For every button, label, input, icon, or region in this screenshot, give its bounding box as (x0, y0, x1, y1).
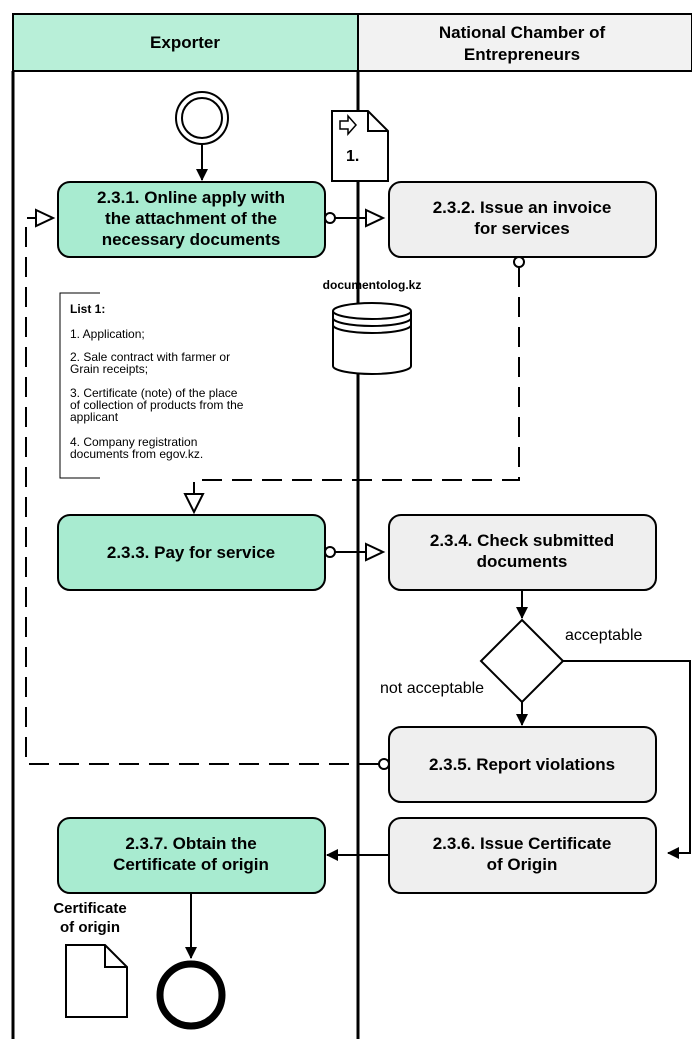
list-item-1-line1: 1. Application; (70, 327, 145, 341)
chamber-lane-title-line1: National Chamber of (439, 23, 606, 42)
list-item-4-line1: 4. Company registration (70, 435, 197, 449)
gateway-yes-label: acceptable (565, 627, 642, 644)
message-flow-235-to-231 (25, 208, 390, 770)
task-2-3-5-label: 2.3.5. Report violations (429, 755, 615, 774)
task-2-3-1-label-line2: the attachment of the (105, 209, 277, 228)
decision-gateway (479, 618, 565, 704)
output-document-label-line2: of origin (60, 919, 120, 936)
task-2-3-6-label-line2: of Origin (487, 855, 558, 874)
task-2-3-4-label-line1: 2.3.4. Check submitted (430, 531, 614, 550)
task-2-3-2-label-line1: 2.3.2. Issue an invoice (433, 198, 612, 217)
output-document-icon (65, 944, 128, 1018)
message-document-icon (331, 110, 389, 182)
output-document-label-line1: Certificate (53, 900, 126, 917)
message-document-label: 1. (346, 148, 359, 165)
list-item-2-line2: Grain receipts; (70, 362, 148, 376)
list-item-3-line2: of collection of products from the (70, 398, 244, 412)
task-2-3-2-issue-invoice[interactable] (388, 181, 657, 258)
chamber-lane-header (357, 13, 692, 72)
gateway-no-label: not acceptable (380, 680, 484, 697)
message-flow-233-to-234 (324, 542, 386, 562)
start-event (175, 91, 229, 145)
datastore-icon (332, 302, 412, 375)
chamber-lane-title-line2: Entrepreneurs (464, 45, 580, 64)
task-2-3-1-label-line3: necessary documents (102, 230, 281, 249)
list-item-2-line1: 2. Sale contract with farmer or (70, 350, 230, 364)
list-item-4-line2: documents from egov.kz. (70, 447, 203, 461)
task-2-3-6-label-line1: 2.3.6. Issue Certificate (433, 834, 612, 853)
list-item-3-line3: applicant (70, 410, 119, 424)
task-2-3-4-label-line2: documents (477, 552, 568, 571)
message-flow-231-to-232 (324, 208, 386, 228)
list-annotation-bracket (59, 292, 100, 479)
list-item-3-line1: 3. Certificate (note) of the place (70, 386, 238, 400)
task-2-3-3-label: 2.3.3. Pay for service (107, 543, 275, 562)
task-2-3-2-label-line2: for services (474, 219, 569, 238)
message-flow-232-to-233 (183, 256, 525, 515)
list-title: List 1: (70, 302, 105, 316)
task-2-3-1-label-line1: 2.3.1. Online apply with (97, 188, 285, 207)
flow-gateway-to-236 (563, 660, 691, 859)
task-2-3-7-label-line2: Certificate of origin (113, 855, 269, 874)
task-2-3-7-label-line1: 2.3.7. Obtain the (125, 834, 256, 853)
exporter-lane-header (12, 13, 359, 72)
datastore-label: documentolog.kz (323, 278, 422, 292)
list-annotation: List 1: 1. Application; 2. Sale contract… (70, 302, 244, 461)
end-event (156, 960, 226, 1030)
exporter-lane-title: Exporter (150, 33, 220, 52)
